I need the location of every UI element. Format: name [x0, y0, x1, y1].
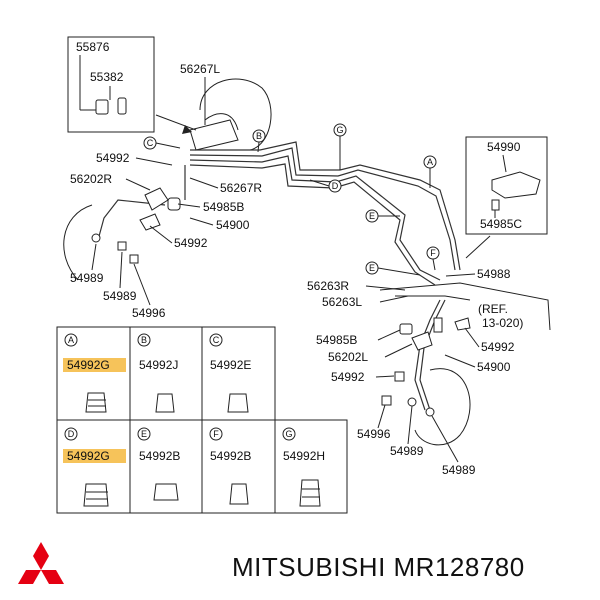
bracket-part-icon	[491, 171, 541, 199]
circle-E2: E	[369, 263, 375, 273]
callout-54990: 54990	[487, 140, 521, 154]
brand-part-number: MITSUBISHI MR128780	[232, 552, 525, 582]
callout-54989-right: 54989	[390, 444, 424, 458]
callout-54989-far-right: 54989	[442, 463, 476, 477]
brake-pipes	[97, 141, 461, 411]
circle-D: D	[332, 181, 339, 191]
callout-54985B-lower: 54985B	[316, 333, 357, 347]
cell-part-A: 54992G	[67, 358, 110, 372]
callout-56202L: 56202L	[328, 350, 368, 364]
cell-letter-B: B	[141, 335, 147, 345]
highlight-A	[63, 358, 126, 372]
cell-letter-F: F	[213, 429, 219, 439]
front-right-disc	[381, 317, 471, 446]
table-cell-F: F 54992B	[209, 427, 251, 505]
callout-54989-left: 54989	[70, 271, 104, 285]
table-cell-B: B 54992J	[137, 333, 178, 413]
table-cell-C: C 54992E	[209, 333, 251, 413]
circle-E: E	[369, 211, 375, 221]
callout-56263L: 56263L	[322, 295, 362, 309]
cell-part-D: 54992G	[67, 449, 110, 463]
circle-C: C	[147, 138, 154, 148]
fitting-part-icon	[117, 97, 127, 115]
inset-55876: 55876 55382	[67, 36, 155, 133]
callout-54989-left2: 54989	[103, 289, 137, 303]
callout-56202R: 56202R	[70, 172, 112, 186]
cell-letter-E: E	[141, 429, 147, 439]
circle-F: F	[430, 248, 436, 258]
table-cell-G: G 54992H	[282, 427, 325, 507]
callout-ref: (REF.	[478, 302, 508, 316]
circle-A: A	[427, 157, 433, 167]
cell-letter-C: C	[213, 335, 220, 345]
mitsubishi-logo-icon	[18, 542, 64, 584]
cell-part-B: 54992J	[139, 358, 178, 372]
valve-part-icon	[95, 99, 109, 115]
cell-letter-A: A	[68, 335, 74, 345]
callout-56267L: 56267L	[180, 62, 220, 76]
callout-56267R: 56267R	[220, 181, 262, 195]
callout-54900-lower: 54900	[477, 360, 511, 374]
table-cell-E: E 54992B	[137, 427, 180, 501]
cell-part-C: 54992E	[210, 358, 251, 372]
callout-54985C: 54985C	[480, 217, 522, 231]
callout-56263R: 56263R	[307, 279, 349, 293]
callout-54992-upper: 54992	[96, 151, 130, 165]
clip-table	[56, 326, 348, 514]
callout-55382: 55382	[90, 70, 124, 84]
table-cell-D: D 54992G	[63, 427, 126, 507]
callout-54992-right: 54992	[481, 340, 515, 354]
front-left-disc	[63, 187, 181, 281]
callout-55876: 55876	[76, 40, 110, 54]
callout-54988: 54988	[477, 267, 511, 281]
table-cell-A: A 54992G	[63, 333, 126, 413]
circle-B: B	[256, 131, 262, 141]
master-cylinder-area: 56267L 56267R	[155, 62, 272, 195]
callout-54900-upper: 54900	[216, 218, 250, 232]
callout-54992-lower: 54992	[331, 370, 365, 384]
callout-54996-right: 54996	[357, 427, 391, 441]
circle-G: G	[336, 125, 343, 135]
cell-part-E: 54992B	[139, 449, 180, 463]
letter-circles: C B G D A E F E	[143, 123, 440, 276]
callout-54985B-upper: 54985B	[203, 200, 244, 214]
callout-54996-left: 54996	[132, 306, 166, 320]
cell-letter-G: G	[285, 429, 292, 439]
cell-part-G: 54992H	[283, 449, 325, 463]
callout-54992-mid: 54992	[174, 236, 208, 250]
highlight-D	[63, 449, 126, 463]
callout-ref-page: 13-020)	[482, 316, 523, 330]
cell-letter-D: D	[68, 429, 75, 439]
cell-part-F: 54992B	[210, 449, 251, 463]
inset-54990: 54990 54985C	[465, 136, 548, 259]
